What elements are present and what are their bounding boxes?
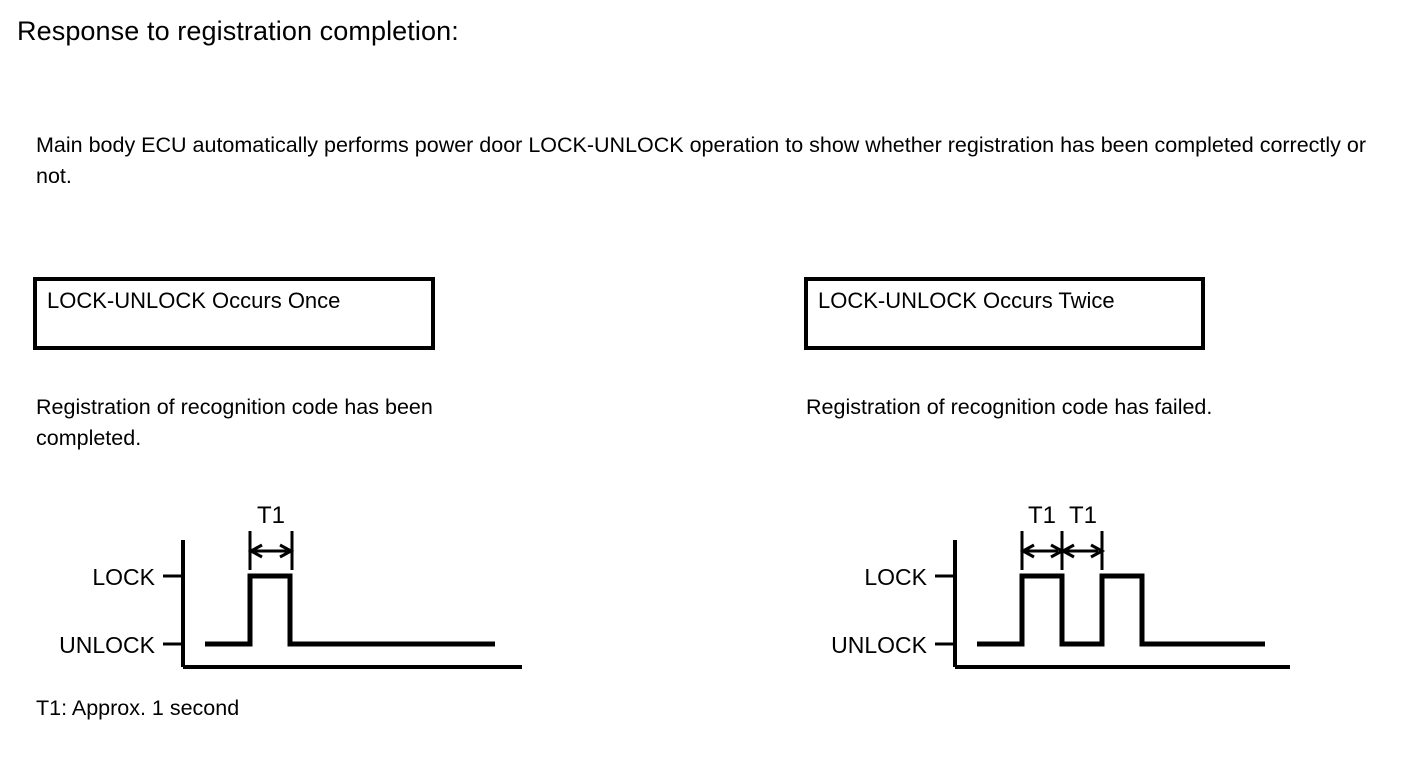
t1-arrowhead-left-icon (247, 543, 263, 559)
lock-axis-label: LOCK (864, 564, 927, 590)
footnote-t1-definition: T1: Approx. 1 second (36, 696, 240, 720)
intro-paragraph: Main body ECU automatically performs pow… (36, 133, 1367, 188)
t1-first-dimension-label: T1 (1028, 502, 1056, 529)
page-title: Response to registration completion: (17, 16, 459, 46)
unlock-axis-label: UNLOCK (59, 632, 156, 658)
callout-box-twice: LOCK-UNLOCK Occurs Twice (804, 277, 1205, 350)
t1-arrowhead-right-icon (279, 543, 295, 559)
callout-box-once-label: LOCK-UNLOCK Occurs Once (47, 288, 341, 313)
timing-diagram-twice: LOCK UNLOCK T1 T1 (780, 493, 1300, 683)
caption-twice: Registration of recognition code has fai… (806, 395, 1213, 419)
timing-diagram-twice-svg: LOCK UNLOCK T1 T1 (831, 502, 1290, 669)
lock-axis-label: LOCK (92, 564, 155, 590)
unlock-axis-label: UNLOCK (831, 632, 928, 658)
t1-second-dimension-label: T1 (1069, 502, 1097, 529)
timing-diagram-once-svg: LOCK UNLOCK T1 (59, 502, 522, 669)
t1-first-arrowhead-left-icon (1019, 543, 1035, 559)
callout-box-twice-label: LOCK-UNLOCK Occurs Twice (818, 288, 1115, 313)
callout-box-once: LOCK-UNLOCK Occurs Once (33, 277, 435, 350)
caption-once: Registration of recognition code has bee… (36, 395, 433, 450)
t1-second-arrowhead-right-icon (1090, 543, 1106, 559)
lock-unlock-waveform (977, 573, 1265, 647)
t1-second-arrowhead-left-icon (1059, 543, 1075, 559)
lock-unlock-waveform (205, 573, 495, 647)
timing-diagram-once: LOCK UNLOCK T1 (20, 493, 540, 683)
t1-dimension-label: T1 (257, 502, 285, 529)
